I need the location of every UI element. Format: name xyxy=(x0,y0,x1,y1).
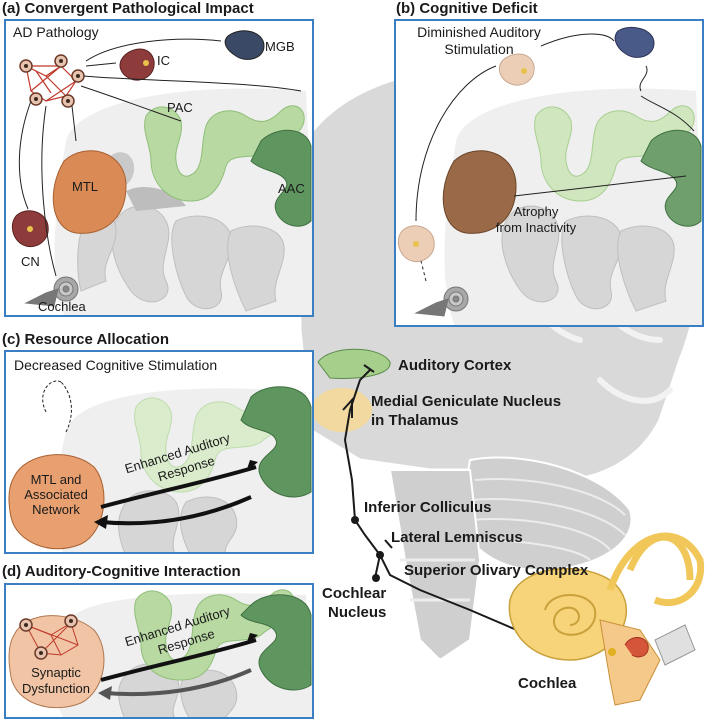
label-medial-geniculate: Medial Geniculate Nucleus xyxy=(371,393,562,410)
label-cochlear-nucleus-1: Cochlear xyxy=(322,585,387,602)
panel-c-title: (c) Resource Allocation xyxy=(2,331,169,348)
label-diminished-2: Stimulation xyxy=(444,41,514,57)
panel-c: Decreased Cognitive Stimulation MTL and … xyxy=(4,350,314,554)
label-atrophy-1: Atrophy xyxy=(513,204,559,219)
label-decreased-stimulation: Decreased Cognitive Stimulation xyxy=(14,357,218,373)
label-cochlea-a: Cochlea xyxy=(38,299,86,314)
label-thalamus: in Thalamus xyxy=(371,412,459,429)
panel-d: Synaptic Dysfunction Enhanced Auditory R… xyxy=(4,583,314,719)
label-cochlea: Cochlea xyxy=(518,675,577,692)
label-superior-olivary: Superior Olivary Complex xyxy=(404,562,589,579)
label-mtl-network-3: Network xyxy=(32,502,80,517)
panel-a-title: (a) Convergent Pathological Impact xyxy=(2,0,254,17)
label-ic: IC xyxy=(157,53,170,68)
label-mtl-network-1: MTL and xyxy=(30,472,82,487)
label-mtl-network-2: Associated xyxy=(24,487,88,502)
panel-b: Diminished Auditory Stimulation Atrophy … xyxy=(394,19,704,327)
label-auditory-cortex: Auditory Cortex xyxy=(398,357,512,374)
label-synaptic-2: Dysfunction xyxy=(22,681,90,696)
label-diminished-1: Diminished Auditory xyxy=(417,24,541,40)
label-inferior-colliculus: Inferior Colliculus xyxy=(364,499,492,516)
label-mgb: MGB xyxy=(265,39,295,54)
label-lateral-lemniscus: Lateral Lemniscus xyxy=(391,529,523,546)
label-aac: AAC xyxy=(278,181,305,196)
label-mtl: MTL xyxy=(72,179,98,194)
label-cochlear-nucleus-2: Nucleus xyxy=(328,604,387,621)
label-pac: PAC xyxy=(167,100,193,115)
cochlea-illustration xyxy=(508,532,705,706)
label-synaptic-1: Synaptic xyxy=(31,665,81,680)
label-ad-pathology: AD Pathology xyxy=(13,24,99,40)
panel-a: AD Pathology IC MGB PAC MTL AAC CN Cochl… xyxy=(4,19,314,317)
label-cn: CN xyxy=(21,254,40,269)
panel-b-title: (b) Cognitive Deficit xyxy=(396,0,538,17)
label-atrophy-2: from Inactivity xyxy=(495,220,577,235)
panel-d-title: (d) Auditory-Cognitive Interaction xyxy=(2,563,241,580)
